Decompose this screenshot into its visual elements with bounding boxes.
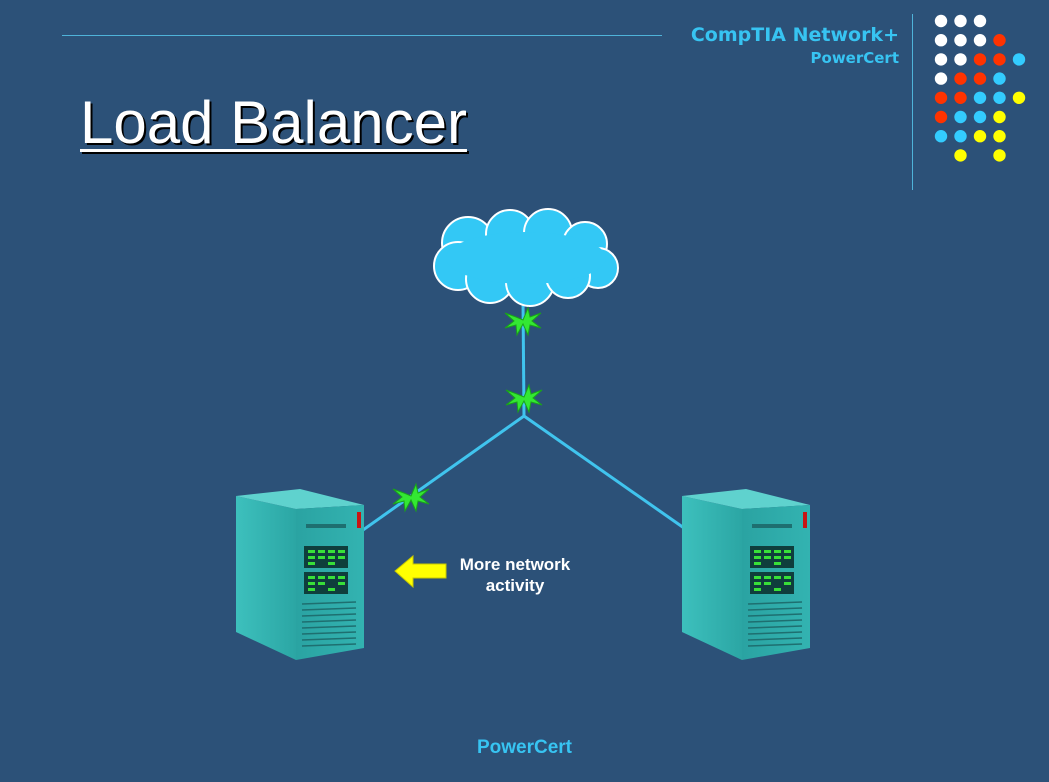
activity-spark-icon (392, 306, 543, 513)
brand-subtitle: PowerCert (810, 49, 899, 67)
activity-annotation: More network activity (448, 554, 582, 596)
footer-brand: PowerCert (476, 737, 573, 758)
slide-title: Load Balancer (80, 89, 467, 156)
cloud-icon (433, 208, 619, 307)
annotation-line-2: activity (485, 576, 545, 595)
arrow-icon (394, 554, 447, 589)
server-icon (682, 489, 810, 660)
annotation-line-1: More network (459, 555, 571, 574)
header-vertical-rule (912, 14, 913, 190)
link-hub-to-left-server (362, 414, 525, 532)
server-icon (236, 489, 364, 660)
brand-title: CompTIA Network+ (690, 24, 899, 46)
header-rule (62, 35, 662, 36)
link-hub-to-right-server (523, 414, 685, 530)
